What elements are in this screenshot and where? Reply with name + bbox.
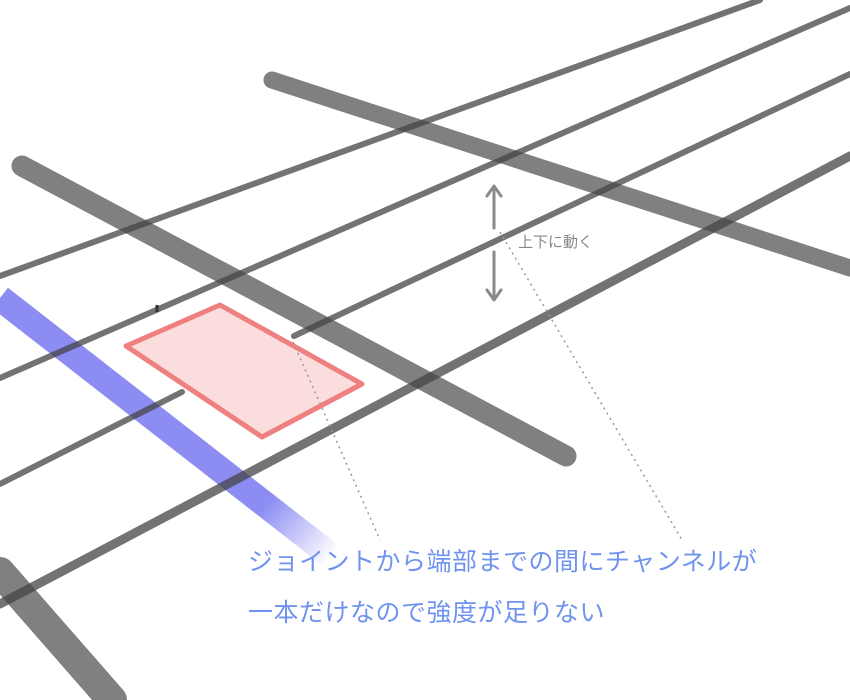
rail-3: [0, 389, 185, 487]
cross-beam-middle: [11, 155, 577, 467]
note-text-line-1: ジョイントから端部までの間にチャンネルが: [248, 547, 758, 576]
leader-lines: [292, 231, 683, 541]
movement-label: 上下に動く: [518, 233, 593, 251]
vertical-arrow-icon: [485, 184, 503, 302]
leader-line-beam: [499, 231, 683, 541]
rails: [0, 0, 850, 609]
highlighted-bar: [0, 287, 338, 566]
note-text-line-2: 一本だけなので強度が足りない: [248, 598, 606, 627]
cross-beam-top: [263, 71, 850, 277]
rail-2: [0, 5, 850, 381]
rail-4: [0, 151, 850, 609]
rail-1: [0, 0, 763, 279]
joint-plate: [123, 302, 365, 440]
rail-3b: [291, 71, 850, 339]
leader-line-plate: [292, 341, 381, 541]
